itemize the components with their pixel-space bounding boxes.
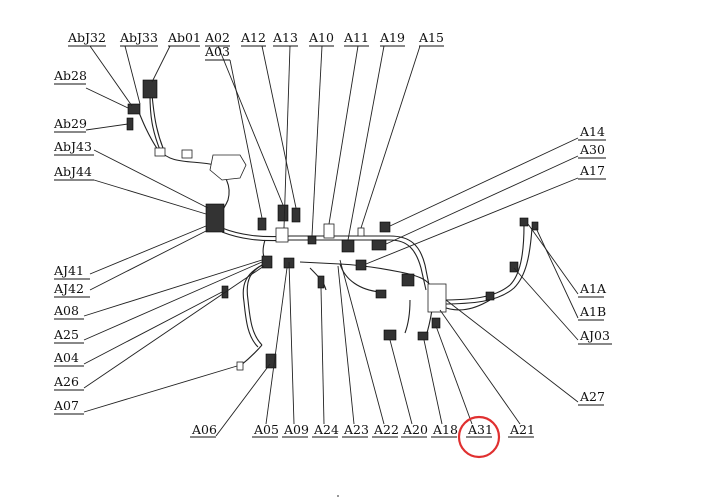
label-A05: A05 [253, 422, 279, 437]
connector-node-a [154, 147, 166, 157]
connector-AJ03 [509, 261, 519, 273]
label-A03: A03 [204, 44, 230, 59]
junction-block [209, 154, 247, 181]
connector-A19 [341, 239, 355, 253]
connector-A10 [307, 235, 317, 245]
labels: AbJ32 AbJ33 Ab01 A02 A03 A12 A13 A10 A11… [53, 30, 612, 438]
connector-AJ03-clip [485, 291, 495, 301]
label-A11: A11 [343, 30, 369, 45]
label-A19: A19 [379, 30, 405, 45]
label-A14: A14 [579, 124, 605, 139]
label-AbJ43: AbJ43 [53, 139, 92, 154]
label-A24: A24 [313, 422, 339, 437]
label-A07: A07 [53, 398, 79, 413]
connector-AbJ32 [127, 103, 141, 115]
connector-A14 [379, 221, 391, 233]
connector-A11 [323, 223, 335, 239]
connector-node-b [181, 149, 193, 159]
label-A22: A22 [373, 422, 399, 437]
stray-mark [337, 495, 339, 497]
connector-A15 [357, 227, 365, 237]
connector-A18 [417, 331, 429, 341]
connector-A13 [275, 227, 289, 243]
label-A02: A02 [204, 30, 230, 45]
label-AbJ44: AbJ44 [53, 164, 92, 179]
label-Ab01: Ab01 [167, 30, 201, 45]
connector-A07 [236, 361, 244, 371]
label-A06: A06 [191, 422, 217, 437]
label-Ab29: Ab29 [53, 116, 87, 131]
label-A1A: A1A [579, 281, 607, 296]
label-A12: A12 [240, 30, 266, 45]
connector-A17 [355, 259, 367, 271]
label-AJ03: AJ03 [579, 328, 610, 343]
connector-A1B [531, 221, 539, 231]
label-A13: A13 [272, 30, 298, 45]
connector-Ab01 [142, 79, 158, 99]
connector-A12 [291, 207, 301, 223]
label-A31: A31 [467, 422, 493, 437]
connector-A30 [371, 239, 387, 251]
label-AJ41: AJ41 [53, 263, 84, 278]
connector-A27 [427, 283, 447, 313]
label-Ab28: Ab28 [53, 68, 87, 83]
connector-AbJ44 [205, 203, 225, 233]
label-A10: A10 [308, 30, 334, 45]
label-A04: A04 [53, 350, 79, 365]
label-AbJ32: AbJ32 [67, 30, 106, 45]
label-AJ42: AJ42 [53, 281, 84, 296]
label-A30: A30 [579, 142, 605, 157]
connector-A31 [431, 317, 441, 329]
connector-A02 [277, 204, 289, 222]
label-A18: A18 [432, 422, 458, 437]
label-A1B: A1B [579, 304, 606, 319]
connector-A1A [519, 217, 529, 227]
harness-wires [137, 94, 533, 367]
label-A27: A27 [579, 389, 605, 404]
label-A15: A15 [418, 30, 444, 45]
connector-A03 [257, 217, 267, 231]
connector-A24 [317, 275, 325, 289]
label-A20: A20 [402, 422, 428, 437]
label-A17: A17 [579, 163, 605, 178]
leader-lines [83, 45, 579, 437]
label-A08: A08 [53, 303, 79, 318]
connector-A22 [401, 273, 415, 287]
label-A09: A09 [283, 422, 309, 437]
connectors [126, 79, 539, 371]
highlight-circle-A31 [457, 415, 501, 459]
label-A23: A23 [343, 422, 369, 437]
connector-A20 [383, 329, 397, 341]
label-A21: A21 [509, 422, 535, 437]
connector-A23 [375, 289, 387, 299]
connector-A06 [265, 353, 277, 369]
label-A25: A25 [53, 327, 79, 342]
label-AbJ33: AbJ33 [119, 30, 158, 45]
label-A26: A26 [53, 374, 79, 389]
